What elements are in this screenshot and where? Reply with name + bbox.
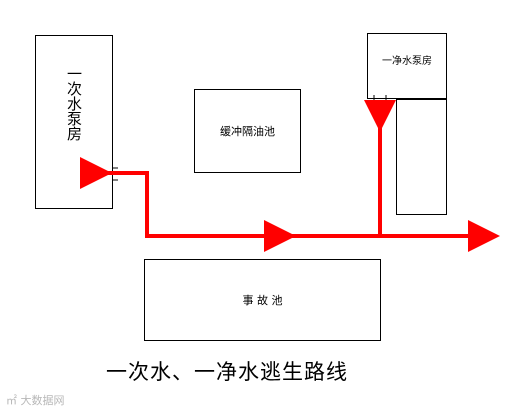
buffer-oil-tank-label: 缓冲隔油池 <box>220 125 275 138</box>
primary-water-pump-room-label: 一次水泵房 <box>65 66 83 141</box>
clean-water-pump-room: 一净水泵房 <box>367 33 447 99</box>
watermark-text: 大数据网 <box>20 394 65 407</box>
accident-pool: 事 故 池 <box>144 259 381 341</box>
clean-water-pump-room-label: 一净水泵房 <box>382 56 432 67</box>
door-marks <box>113 95 387 181</box>
primary-water-pump-room: 一次水泵房 <box>35 35 113 209</box>
accident-pool-label: 事 故 池 <box>242 294 283 307</box>
escape-route <box>80 100 500 252</box>
diagram-caption: 一次水、一净水逃生路线 <box>106 360 348 384</box>
watermark-logo-icon: ㎡ <box>6 394 17 407</box>
route-segment-to-mid <box>104 171 296 252</box>
watermark: ㎡ 大数据网 <box>6 392 65 408</box>
auxiliary-building <box>396 99 447 215</box>
buffer-oil-tank: 缓冲隔油池 <box>194 89 301 173</box>
